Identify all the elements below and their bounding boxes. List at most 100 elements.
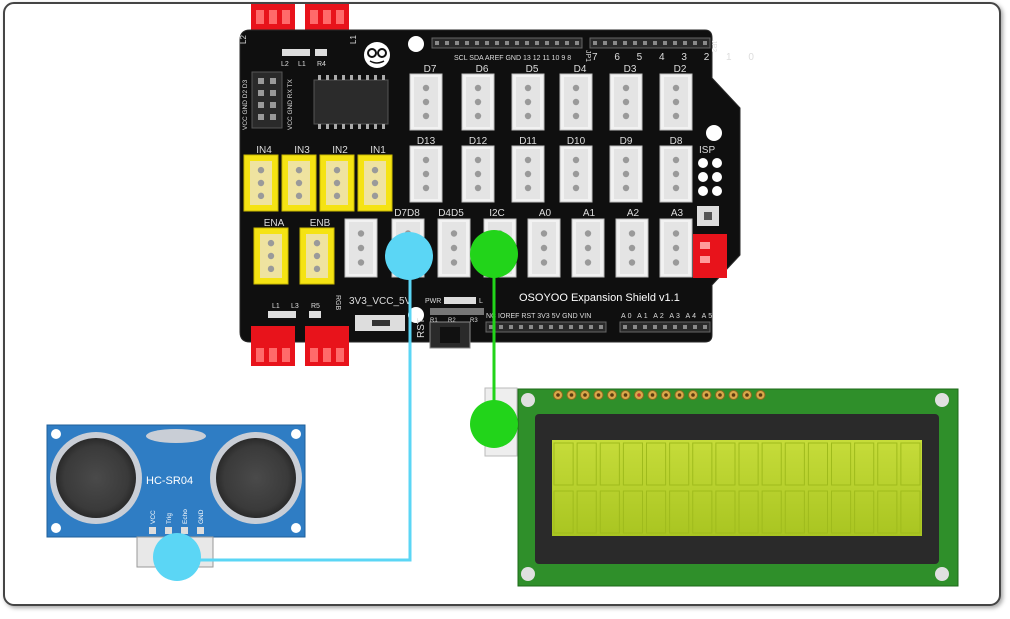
- lcd-cell: [761, 490, 782, 534]
- port-d12: [461, 145, 495, 203]
- red-connector-bottom-left: [251, 326, 295, 366]
- lcd-cell: [784, 442, 805, 486]
- motor-label-in3: IN3: [294, 145, 310, 156]
- sensor-hole: [51, 523, 61, 533]
- lcd-cell: [854, 490, 875, 534]
- transducer-left: [56, 438, 136, 518]
- sensor-pin-trig: Trig: [166, 513, 173, 524]
- lcd-hole: [521, 567, 535, 581]
- label-r4: R4: [317, 61, 326, 68]
- port-d3: [609, 73, 643, 131]
- label-r3: R3: [470, 318, 478, 324]
- vcc-select-knob: [372, 320, 390, 326]
- lcd-cell: [692, 442, 713, 486]
- lcd-cell: [553, 442, 574, 486]
- lcd-character-grid: [553, 442, 921, 534]
- port-label-d2: D2: [674, 64, 687, 75]
- port-label-a2: A2: [627, 208, 640, 219]
- side-pin-labels-2: VCC GND RX TX: [287, 79, 294, 130]
- lcd-cell: [646, 442, 667, 486]
- lcd-cell: [715, 442, 736, 486]
- lcd-cell: [738, 490, 759, 534]
- driver-chip: [313, 75, 389, 129]
- label-vcc-select: 3V3_VCC_5V: [349, 296, 412, 307]
- power-switch-knob: [704, 212, 712, 220]
- side-pin: [270, 78, 276, 84]
- port-label-d12: D12: [469, 136, 488, 147]
- blue-wire-end-sensor: [153, 533, 201, 581]
- motor-enb: [299, 227, 335, 285]
- port-label-d7: D7: [424, 64, 437, 75]
- side-pin: [258, 78, 264, 84]
- sensor-pin-echo: Echo: [182, 509, 189, 524]
- lcd-cell: [599, 490, 620, 534]
- port-bottom-6: [659, 218, 693, 278]
- lcd-cell: [784, 490, 805, 534]
- mount-hole: [706, 125, 722, 141]
- isp-pin: [712, 186, 722, 196]
- port-bottom-4: [571, 218, 605, 278]
- port-d5: [511, 73, 545, 131]
- side-pin: [270, 102, 276, 108]
- osoyoo-logo: [364, 42, 390, 68]
- motor-in2: [319, 154, 355, 212]
- port-d9: [609, 145, 643, 203]
- isp-pin: [712, 158, 722, 168]
- port-label-d5: D5: [526, 64, 539, 75]
- motor-label-enb: ENB: [310, 218, 331, 229]
- label-r5: R5: [311, 303, 320, 310]
- sensor-pin-vcc: VCC: [150, 510, 157, 524]
- expansion-shield: L2 L1 L2 L1 R4 SCL SDA AREF GND 13 12 11…: [239, 4, 754, 366]
- lcd-1602: [484, 387, 959, 587]
- mount-hole: [408, 36, 424, 52]
- lcd-cell: [854, 442, 875, 486]
- port-d11: [511, 145, 545, 203]
- isp-header: [698, 158, 722, 196]
- port-label-a0: A0: [539, 208, 552, 219]
- lcd-cell: [715, 490, 736, 534]
- port-label-a1: A1: [583, 208, 596, 219]
- side-pin-header: [251, 71, 283, 129]
- port-label-d9: D9: [620, 136, 633, 147]
- side-pin-labels: VCC GND D2 D3: [242, 79, 249, 130]
- isp-pin: [698, 172, 708, 182]
- port-bottom-3: [527, 218, 561, 278]
- port-d8: [659, 145, 693, 203]
- lcd-hole: [935, 393, 949, 407]
- led-r5: [309, 311, 321, 318]
- port-bottom-1: [437, 218, 471, 278]
- side-pin-dots: [258, 78, 276, 120]
- side-pin: [258, 114, 264, 120]
- isp-pin: [712, 172, 722, 182]
- port-bottom-5: [615, 218, 649, 278]
- green-wire-end-shield: [470, 230, 518, 278]
- header-top: [431, 37, 711, 49]
- sensor-pin-gnd: GND: [198, 509, 205, 524]
- lcd-cell: [692, 490, 713, 534]
- port-d13: [409, 145, 443, 203]
- edge-label-l1: L1: [349, 35, 358, 44]
- port-label-d4: D4: [574, 64, 587, 75]
- crystal: [146, 429, 206, 443]
- port-label-d3: D3: [624, 64, 637, 75]
- label-l1: L1: [298, 61, 306, 68]
- mount-hole: [408, 307, 424, 323]
- power-connector: [693, 234, 727, 278]
- blue-wire: [153, 232, 433, 581]
- lcd-cell: [877, 442, 898, 486]
- transducer-right: [216, 438, 296, 518]
- resistor-strip: [430, 308, 484, 315]
- motor-label-in1: IN1: [370, 145, 386, 156]
- label-rgb: RGB: [334, 295, 341, 311]
- sensor-hole: [51, 429, 61, 439]
- lcd-cell: [622, 442, 643, 486]
- lcd-cell: [877, 490, 898, 534]
- sensor-pin-pad: [197, 527, 204, 534]
- label-isp: ISP: [699, 145, 715, 156]
- lcd-cell: [738, 442, 759, 486]
